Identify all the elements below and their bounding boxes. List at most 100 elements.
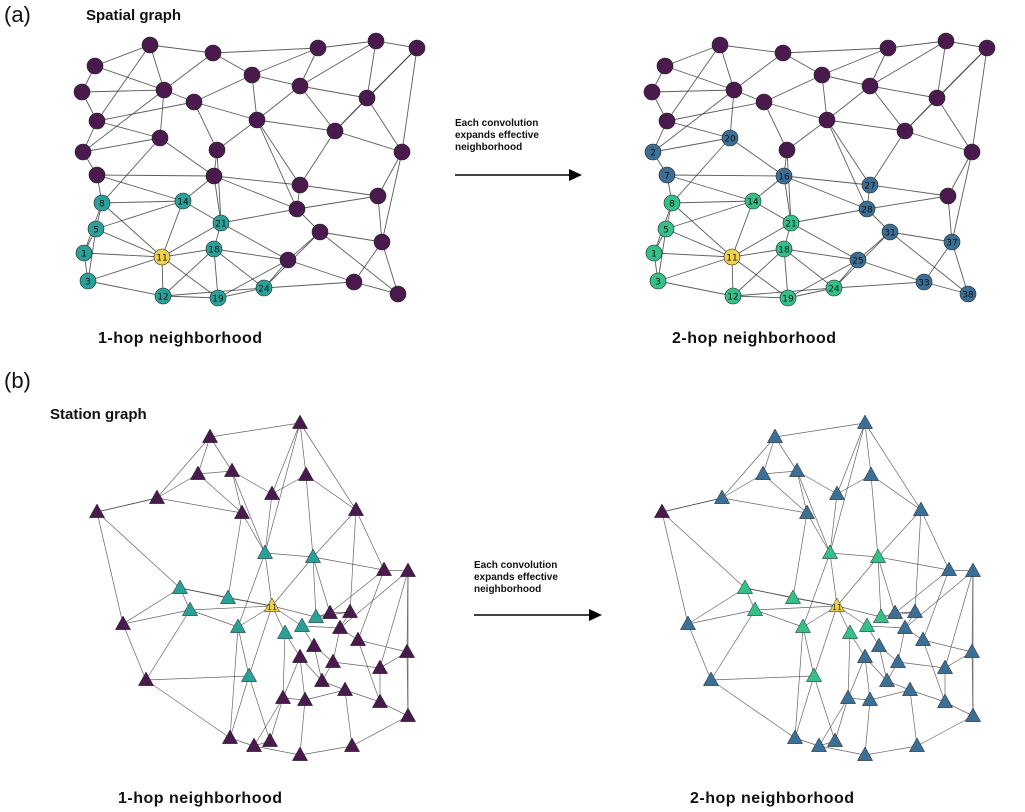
node-label: 21 xyxy=(215,220,226,230)
station-node xyxy=(296,691,314,706)
graph-node xyxy=(813,66,831,84)
station-node xyxy=(702,671,720,686)
graph-edge xyxy=(687,609,756,625)
station-node xyxy=(878,672,896,687)
graph-edge xyxy=(334,47,418,132)
node-label: 2 xyxy=(650,149,656,159)
graph-edge xyxy=(869,689,911,701)
graph-node xyxy=(288,200,306,218)
graph-node xyxy=(393,143,411,161)
graph-node xyxy=(879,39,897,57)
graph-edge xyxy=(213,175,301,186)
node-label: 14 xyxy=(747,198,759,208)
graph-node xyxy=(915,273,933,291)
node-label: 20 xyxy=(724,135,736,145)
annotation-line-1: Each convolution xyxy=(474,560,558,571)
graph-edge xyxy=(732,295,789,299)
graph-node xyxy=(212,214,230,232)
graph-node xyxy=(644,143,662,161)
graph-edge xyxy=(282,656,301,699)
node-label: 12 xyxy=(727,293,738,303)
graph-edge xyxy=(857,259,925,283)
node-label: 1 xyxy=(651,250,657,260)
graph-edge xyxy=(377,151,403,197)
graph-node xyxy=(208,141,226,159)
graph-edge xyxy=(866,625,906,629)
graph-node xyxy=(939,187,957,205)
graph-edge xyxy=(256,119,336,132)
graph-edge xyxy=(671,200,754,204)
graph-edge xyxy=(161,200,184,258)
graph-edge xyxy=(149,44,214,54)
station-node xyxy=(964,707,982,722)
graph-node xyxy=(775,240,793,258)
graph-edge xyxy=(229,675,250,739)
graph-edge xyxy=(355,509,385,571)
graph-edge xyxy=(796,470,831,554)
graph-edge xyxy=(829,552,838,607)
graph-edge xyxy=(813,675,836,742)
graph-edge xyxy=(96,511,124,625)
graph-edge xyxy=(231,470,243,514)
station-node xyxy=(293,617,311,632)
graph-edge xyxy=(81,89,165,93)
station-node xyxy=(872,608,890,623)
panel-a-right-caption: 2-hop neighborhood xyxy=(672,330,837,347)
graph-node xyxy=(141,36,159,54)
graph-edge xyxy=(256,119,298,210)
node-label: 31 xyxy=(884,229,895,239)
graph-edge xyxy=(951,241,969,295)
graph-edge xyxy=(904,130,973,153)
graph-node xyxy=(291,176,309,194)
graph-edge xyxy=(305,474,357,511)
station-node xyxy=(291,648,309,663)
station-node xyxy=(856,746,874,761)
station-node xyxy=(856,648,874,663)
graph-node xyxy=(663,194,681,212)
station-node xyxy=(869,548,887,563)
graph-edge xyxy=(936,97,973,153)
station-node xyxy=(371,693,389,708)
graph-edge xyxy=(782,47,889,54)
graph-edge xyxy=(332,661,381,669)
graph-node xyxy=(174,192,192,210)
graph-edge xyxy=(869,40,947,87)
station-node xyxy=(398,643,416,658)
graph-edge xyxy=(319,231,383,243)
node-label: 7 xyxy=(664,172,670,182)
graph-edge xyxy=(161,222,222,258)
graph-node xyxy=(75,244,93,262)
graph-node xyxy=(86,57,104,75)
graph-edge xyxy=(894,569,950,614)
station-node xyxy=(263,485,281,500)
graph-node xyxy=(369,187,387,205)
station-node xyxy=(963,643,981,658)
node-label: 5 xyxy=(663,226,669,236)
station-node xyxy=(826,732,844,747)
panel-a-title: Spatial graph xyxy=(86,7,182,24)
graph-node xyxy=(358,89,376,107)
graph-edge xyxy=(870,474,922,511)
graph-node xyxy=(658,166,676,184)
graph-edge xyxy=(826,85,871,121)
station-node xyxy=(399,562,417,577)
graph-edge xyxy=(299,130,336,186)
graph-edge xyxy=(847,656,866,699)
panel-b-title: Station graph xyxy=(50,406,147,423)
graph-edge xyxy=(914,509,922,613)
station-node xyxy=(810,737,828,752)
graph-edge xyxy=(877,509,922,558)
graph-edge xyxy=(122,623,147,681)
graph-edge xyxy=(156,497,243,514)
station-node xyxy=(276,624,294,639)
graph-edge xyxy=(269,697,284,742)
graph-edge xyxy=(710,609,756,681)
graph-edge xyxy=(904,570,974,629)
panel-b-left-caption: 1-hop neighborhood xyxy=(118,790,283,807)
station-node xyxy=(347,501,365,516)
station-node xyxy=(964,562,982,577)
panel-a-left-caption: 1-hop neighborhood xyxy=(98,330,263,347)
graph-edge xyxy=(264,493,273,554)
station-node xyxy=(786,729,804,744)
